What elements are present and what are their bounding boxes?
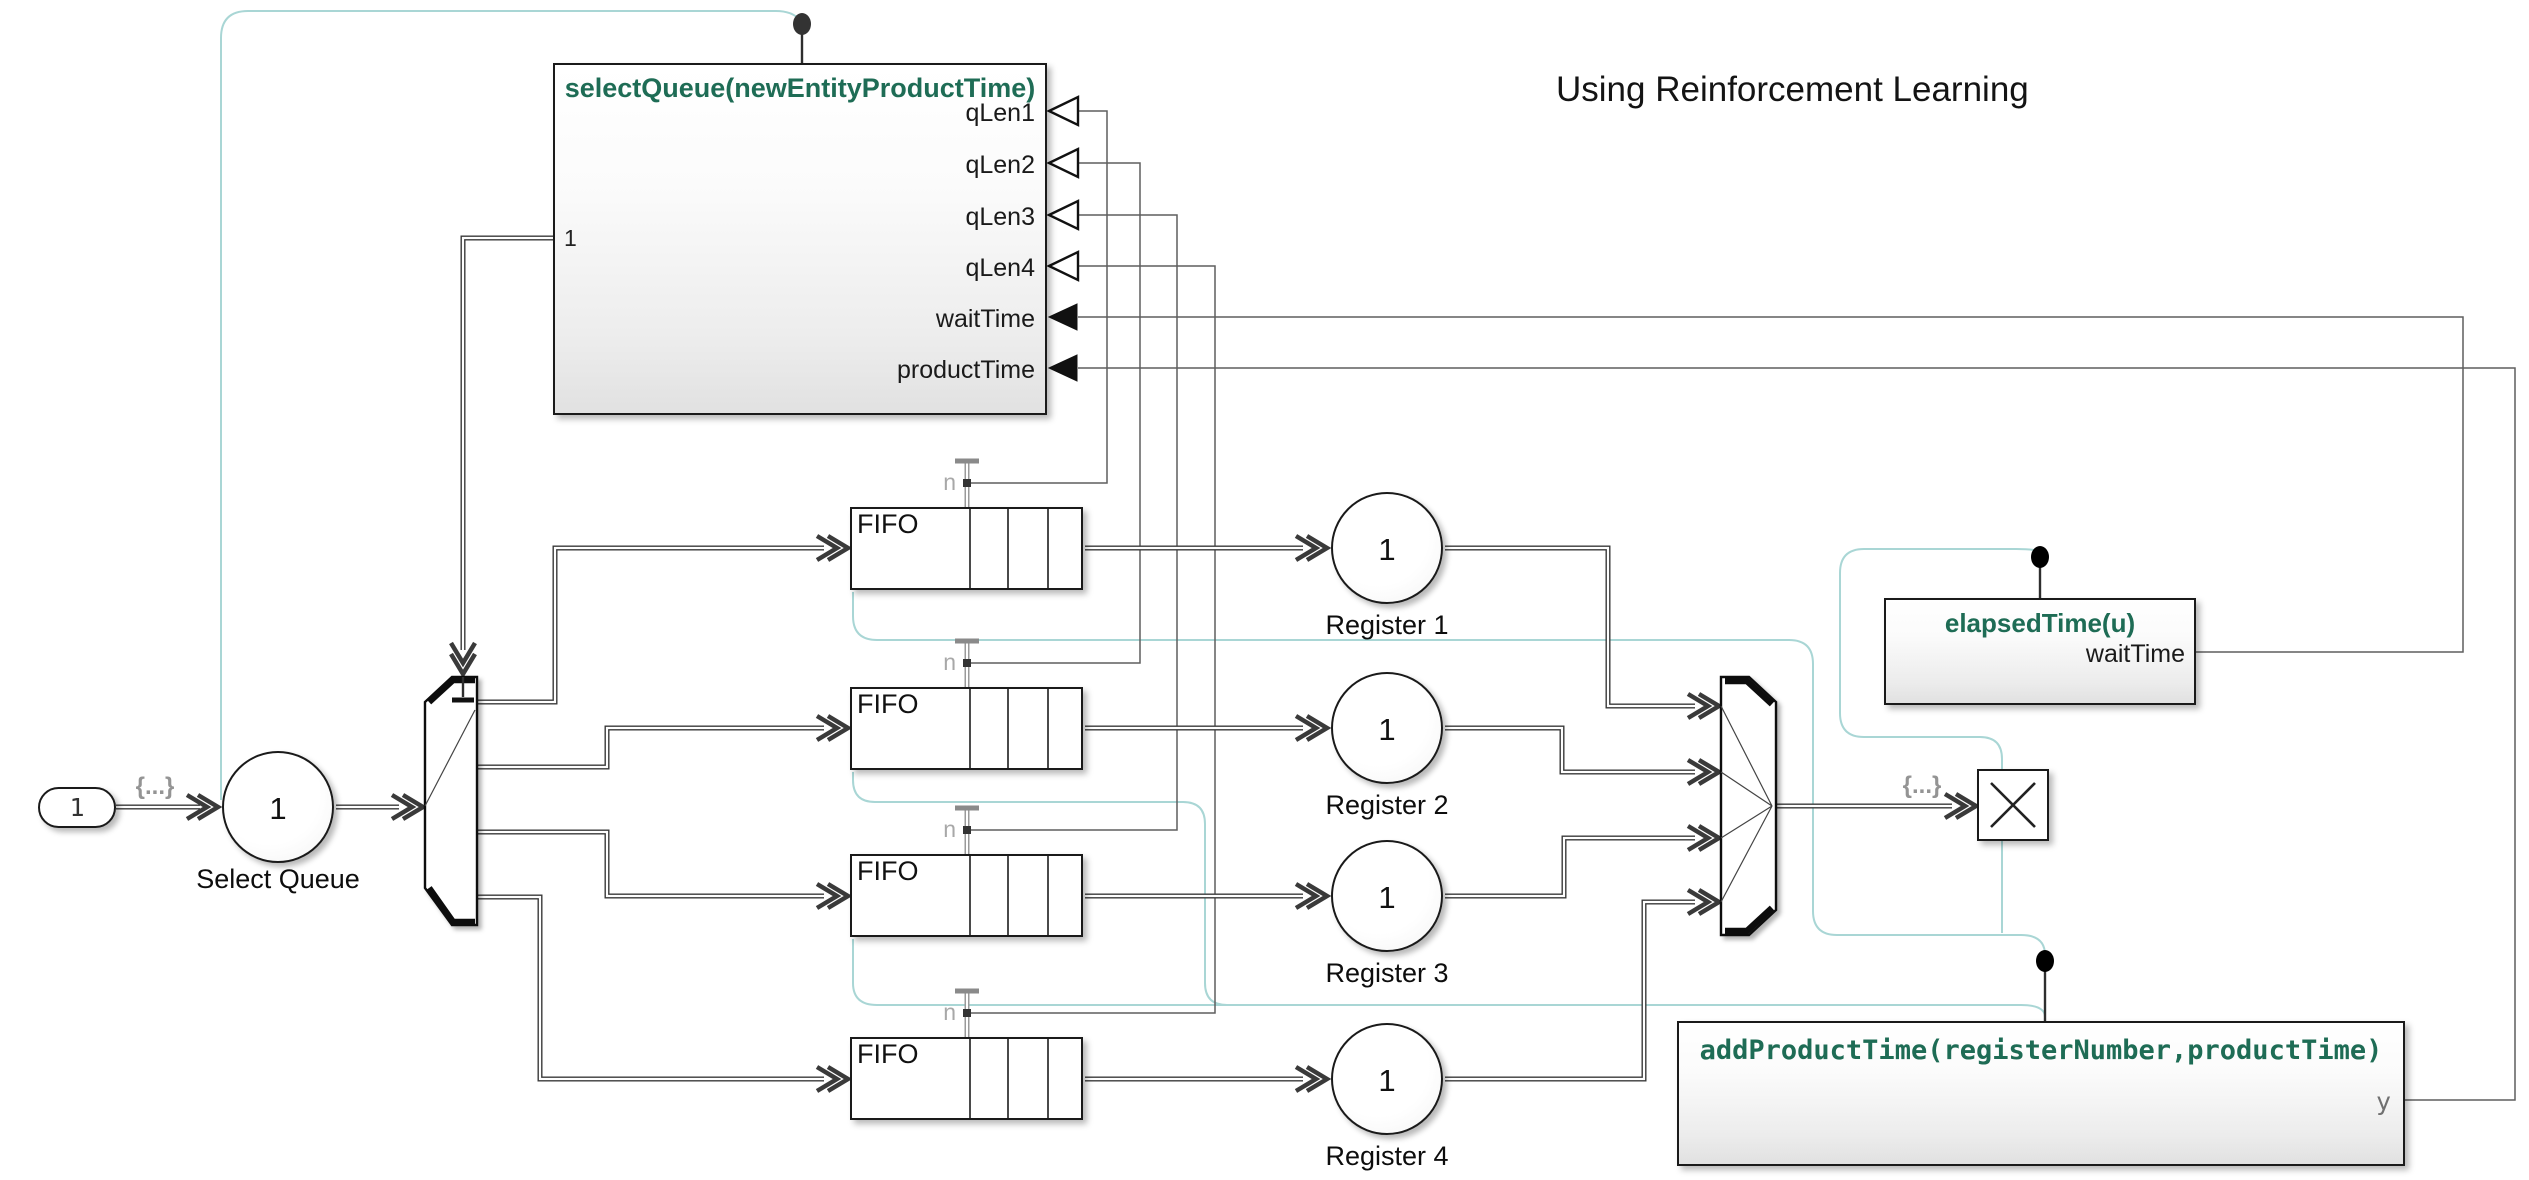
queue4-block[interactable]: FIFO xyxy=(850,1037,1083,1120)
entity-line-switch-to-queue1[interactable] xyxy=(477,545,824,705)
selectqueue-arg-port-label: 1 xyxy=(564,225,577,251)
register2-name: Register 2 xyxy=(1325,790,1449,820)
port-label-qlen4: qLen4 xyxy=(965,254,1035,282)
addproducttime-out-port-label: y xyxy=(2375,1087,2391,1116)
signal-line-qlen3[interactable] xyxy=(967,214,1178,831)
port-label-qlen3: qLen3 xyxy=(965,203,1035,231)
register3-name: Register 3 xyxy=(1325,958,1449,988)
queue2-length-label: n xyxy=(943,649,956,675)
trigger-port-elapsedtime xyxy=(2031,546,2049,598)
entity-generator-value: 1 xyxy=(69,793,85,822)
queue2-block[interactable]: FIFO xyxy=(850,687,1083,770)
addproducttime-title: addProductTime(registerNumber,productTim… xyxy=(1699,1035,2383,1066)
queue-slot-divider xyxy=(1007,689,1009,768)
signal-line-selectqueue-to-switch-control[interactable] xyxy=(460,235,553,650)
selectqueue-title: selectQueue(newEntityProductTime) xyxy=(564,73,1036,103)
register3-value: 1 xyxy=(1378,880,1396,915)
queue-slot-divider xyxy=(1047,856,1049,935)
queue3-title: FIFO xyxy=(857,856,919,886)
queue1-block[interactable]: FIFO xyxy=(850,507,1083,590)
register4-value: 1 xyxy=(1378,1063,1396,1098)
register1-value: 1 xyxy=(1378,532,1396,567)
queue4-length-port-stub xyxy=(955,988,979,1037)
elapsedtime-title: elapsedTime(u) xyxy=(1944,608,2136,638)
entity-line-register1-to-input-switch[interactable] xyxy=(1445,545,1695,709)
queue-slot-divider xyxy=(1007,1039,1009,1118)
queue-slot-divider xyxy=(969,856,971,935)
annotation-title[interactable]: Using Reinforcement Learning xyxy=(1556,70,2029,109)
port-label-qlen1: qLen1 xyxy=(965,99,1035,127)
entity-line-register4-to-input-switch[interactable] xyxy=(1445,899,1695,1082)
entity-line-register2-to-input-switch[interactable] xyxy=(1445,725,1695,775)
queue-slot-divider xyxy=(969,509,971,588)
port-arrow-waittime xyxy=(1047,303,1078,331)
queue3-length-port-stub xyxy=(955,805,979,854)
select-queue-server-value: 1 xyxy=(269,791,287,826)
merge-out-signal-label: {...} xyxy=(1902,772,1942,799)
register2-value: 1 xyxy=(1378,712,1396,747)
queue1-length-label: n xyxy=(943,469,956,495)
queue-slot-divider xyxy=(1047,689,1049,768)
register1-name: Register 1 xyxy=(1325,610,1449,640)
signal-line-qlen2[interactable] xyxy=(967,162,1141,664)
generator-signal-label: {...} xyxy=(135,773,175,800)
trigger-line-queue1-to-addproducttime[interactable] xyxy=(852,592,2046,958)
entity-output-switch-block[interactable] xyxy=(423,675,479,927)
signal-line-waittime[interactable] xyxy=(1078,316,2464,653)
trigger-port-selectqueue xyxy=(793,13,811,63)
port-arrow-producttime xyxy=(1047,354,1078,382)
entity-line-switch-to-queue4[interactable] xyxy=(477,894,824,1082)
queue3-block[interactable]: FIFO xyxy=(850,854,1083,937)
queue1-title: FIFO xyxy=(857,509,919,539)
register2-block[interactable]: 1 xyxy=(1331,672,1443,784)
trigger-line-branch-to-elapsedtime[interactable] xyxy=(1839,548,2041,933)
port-arrow-qlen1 xyxy=(1046,95,1080,127)
entity-line-switch-to-queue3[interactable] xyxy=(477,829,824,899)
selectqueue-function-block[interactable]: selectQueue(newEntityProductTime) 1 qLen… xyxy=(553,63,1047,415)
queue-slot-divider xyxy=(1007,856,1009,935)
select-queue-server-block[interactable]: 1 xyxy=(222,751,334,863)
register3-block[interactable]: 1 xyxy=(1331,840,1443,952)
port-arrow-qlen4 xyxy=(1046,250,1080,282)
entity-generator-block[interactable]: 1 xyxy=(38,787,116,828)
entity-input-switch-block[interactable] xyxy=(1719,675,1778,937)
queue4-length-label: n xyxy=(943,999,956,1025)
port-label-qlen2: qLen2 xyxy=(965,151,1035,179)
elapsedtime-out-port-label: waitTime xyxy=(2085,640,2185,668)
queue4-title: FIFO xyxy=(857,1039,919,1069)
trigger-line-selectqueue-to-server[interactable] xyxy=(220,10,801,800)
queue2-length-port-stub xyxy=(955,638,979,687)
signal-line-producttime[interactable] xyxy=(1078,367,2516,1101)
register1-block[interactable]: 1 xyxy=(1331,492,1443,604)
queue2-title: FIFO xyxy=(857,689,919,719)
port-arrow-qlen3 xyxy=(1046,199,1080,231)
register4-block[interactable]: 1 xyxy=(1331,1023,1443,1135)
queue-slot-divider xyxy=(969,689,971,768)
select-queue-server-name: Select Queue xyxy=(196,864,360,894)
queue3-length-label: n xyxy=(943,816,956,842)
terminator-x-icon xyxy=(1990,782,2036,828)
addproducttime-function-block[interactable]: addProductTime(registerNumber,productTim… xyxy=(1677,1021,2405,1166)
trigger-line-queue2-branch[interactable] xyxy=(852,772,1262,1006)
port-label-producttime: productTime xyxy=(896,356,1035,384)
queue1-length-port-stub xyxy=(955,458,979,507)
queue-slot-divider xyxy=(1047,1039,1049,1118)
register4-name: Register 4 xyxy=(1325,1141,1449,1171)
signal-line-qlen1[interactable] xyxy=(967,110,1108,484)
queue-slot-divider xyxy=(969,1039,971,1118)
entity-terminator-block[interactable] xyxy=(1977,769,2049,841)
queue-slot-divider xyxy=(1047,509,1049,588)
port-arrow-qlen2 xyxy=(1046,147,1080,179)
entity-line-switch-to-queue2[interactable] xyxy=(477,725,824,770)
queue-slot-divider xyxy=(1007,509,1009,588)
trigger-port-addproducttime xyxy=(2036,950,2054,1021)
signal-line-qlen4[interactable] xyxy=(967,265,1216,1014)
entity-line-register3-to-input-switch[interactable] xyxy=(1445,835,1695,899)
trigger-line-queue3-to-addproducttime[interactable] xyxy=(852,939,2046,1021)
port-label-waittime: waitTime xyxy=(935,305,1035,333)
elapsedtime-function-block[interactable]: elapsedTime(u) waitTime xyxy=(1884,598,2196,705)
